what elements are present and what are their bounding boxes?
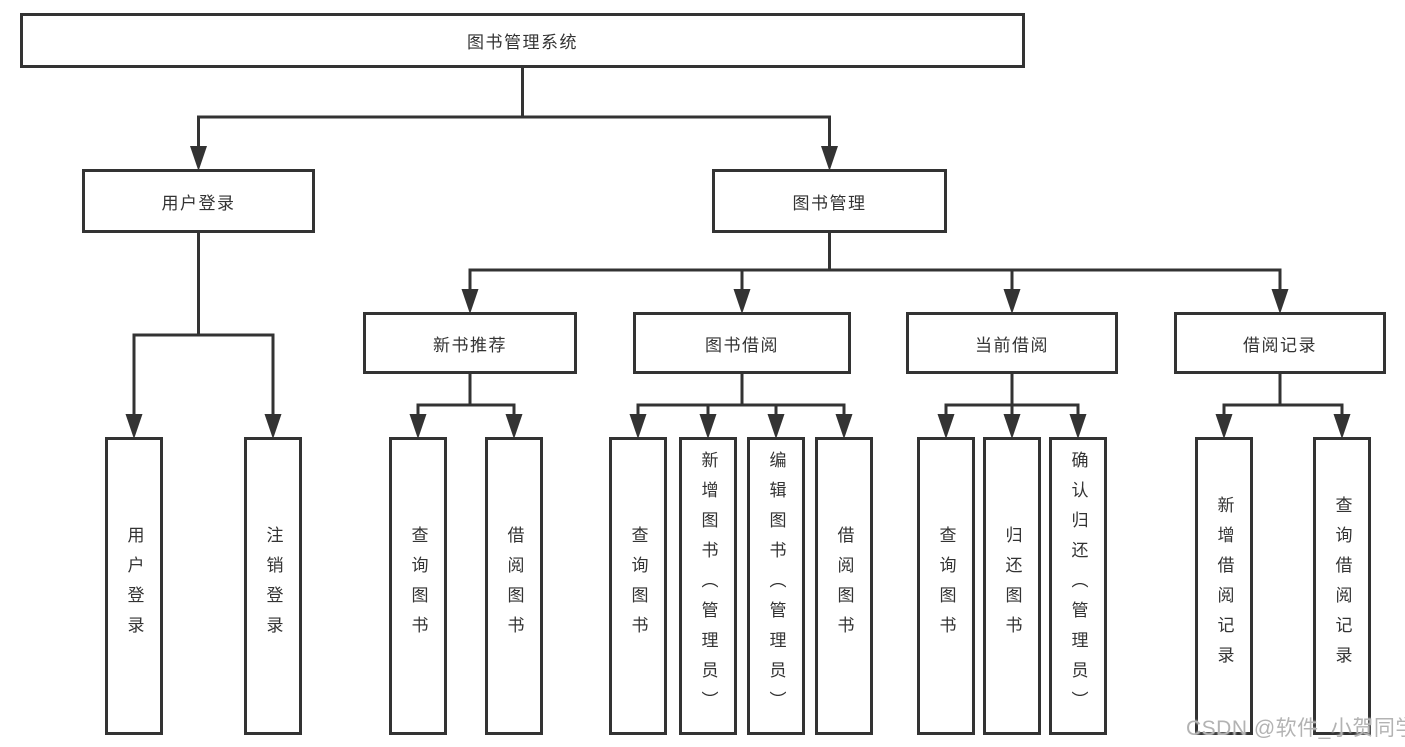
edge-cb-query-books-arrowhead-icon <box>937 414 955 439</box>
node-book-borrow-label: 图书借阅 <box>705 335 779 355</box>
node-logout-action-label: 注销登录 <box>263 526 283 646</box>
node-new-book-recommend: 新书推荐 <box>363 312 577 374</box>
edge-book-borrow-arrowhead-icon <box>733 289 751 314</box>
node-br-query-record: 查询借阅记录 <box>1313 437 1371 735</box>
node-nb-query-books: 查询图书 <box>389 437 447 735</box>
node-bb-edit-books: 编辑图书（管理员） <box>747 437 805 735</box>
node-book-management-label: 图书管理 <box>792 193 867 213</box>
edge-bb-borrow-books-arrowhead-icon <box>835 414 853 439</box>
node-current-borrow: 当前借阅 <box>906 312 1118 374</box>
node-borrow-records-label: 借阅记录 <box>1243 335 1317 355</box>
node-book-management: 图书管理 <box>712 169 947 233</box>
edge-bb-query-books-arrowhead-icon <box>629 414 647 439</box>
node-cb-query-books: 查询图书 <box>917 437 975 735</box>
node-new-book-recommend-label: 新书推荐 <box>433 335 507 355</box>
node-user-login-action-label: 用户登录 <box>124 526 144 646</box>
node-nb-borrow-books-label: 借阅图书 <box>504 526 524 646</box>
edge-cb-return-books-arrowhead-icon <box>1003 414 1021 439</box>
node-cb-return-books-label: 归还图书 <box>1002 526 1022 646</box>
node-bb-add-books-label: 新增图书（管理员） <box>698 451 718 721</box>
edge-bb-add-books-arrowhead-icon <box>699 414 717 439</box>
node-borrow-records: 借阅记录 <box>1174 312 1386 374</box>
edge-br-query-record-arrowhead-icon <box>1333 414 1351 439</box>
edge-nb-query-books-arrowhead-icon <box>409 414 427 439</box>
node-bb-query-books-label: 查询图书 <box>628 526 648 646</box>
node-user-login-label: 用户登录 <box>161 193 236 213</box>
node-bb-edit-books-label: 编辑图书（管理员） <box>766 451 786 721</box>
edge-nb-borrow-books-arrowhead-icon <box>505 414 523 439</box>
node-cb-query-books-label: 查询图书 <box>936 526 956 646</box>
edge-current-borrow-arrowhead-icon <box>1003 289 1021 314</box>
node-cb-return-books: 归还图书 <box>983 437 1041 735</box>
edge-user-login-arrowhead-icon <box>190 146 207 171</box>
node-br-add-record: 新增借阅记录 <box>1195 437 1253 735</box>
node-br-query-record-label: 查询借阅记录 <box>1332 496 1352 676</box>
edge-cb-confirm-return-arrowhead-icon <box>1069 414 1087 439</box>
node-bb-borrow-books: 借阅图书 <box>815 437 873 735</box>
edge-br-add-record-arrowhead-icon <box>1215 414 1233 439</box>
node-nb-borrow-books: 借阅图书 <box>485 437 543 735</box>
node-current-borrow-label: 当前借阅 <box>975 335 1049 355</box>
node-user-login-action: 用户登录 <box>105 437 163 735</box>
node-nb-query-books-label: 查询图书 <box>408 526 428 646</box>
node-bb-add-books: 新增图书（管理员） <box>679 437 737 735</box>
node-root: 图书管理系统 <box>20 13 1025 68</box>
node-book-borrow: 图书借阅 <box>633 312 851 374</box>
node-bb-query-books: 查询图书 <box>609 437 667 735</box>
node-br-add-record-label: 新增借阅记录 <box>1214 496 1234 676</box>
node-cb-confirm-return-label: 确认归还（管理员） <box>1068 451 1088 721</box>
csdn-watermark: CSDN @软件_小贺同学 <box>1186 717 1405 740</box>
node-user-login: 用户登录 <box>82 169 315 233</box>
edge-borrow-records-arrowhead-icon <box>1271 289 1289 314</box>
node-logout-action: 注销登录 <box>244 437 302 735</box>
node-root-label: 图书管理系统 <box>467 33 578 52</box>
edge-user-login-action-arrowhead-icon <box>125 414 143 439</box>
edge-book-management-arrowhead-icon <box>821 146 838 171</box>
edge-bb-edit-books-arrowhead-icon <box>767 414 785 439</box>
node-bb-borrow-books-label: 借阅图书 <box>834 526 854 646</box>
edge-new-book-recommend-arrowhead-icon <box>461 289 479 314</box>
node-cb-confirm-return: 确认归还（管理员） <box>1049 437 1107 735</box>
edge-logout-action-arrowhead-icon <box>264 414 282 439</box>
